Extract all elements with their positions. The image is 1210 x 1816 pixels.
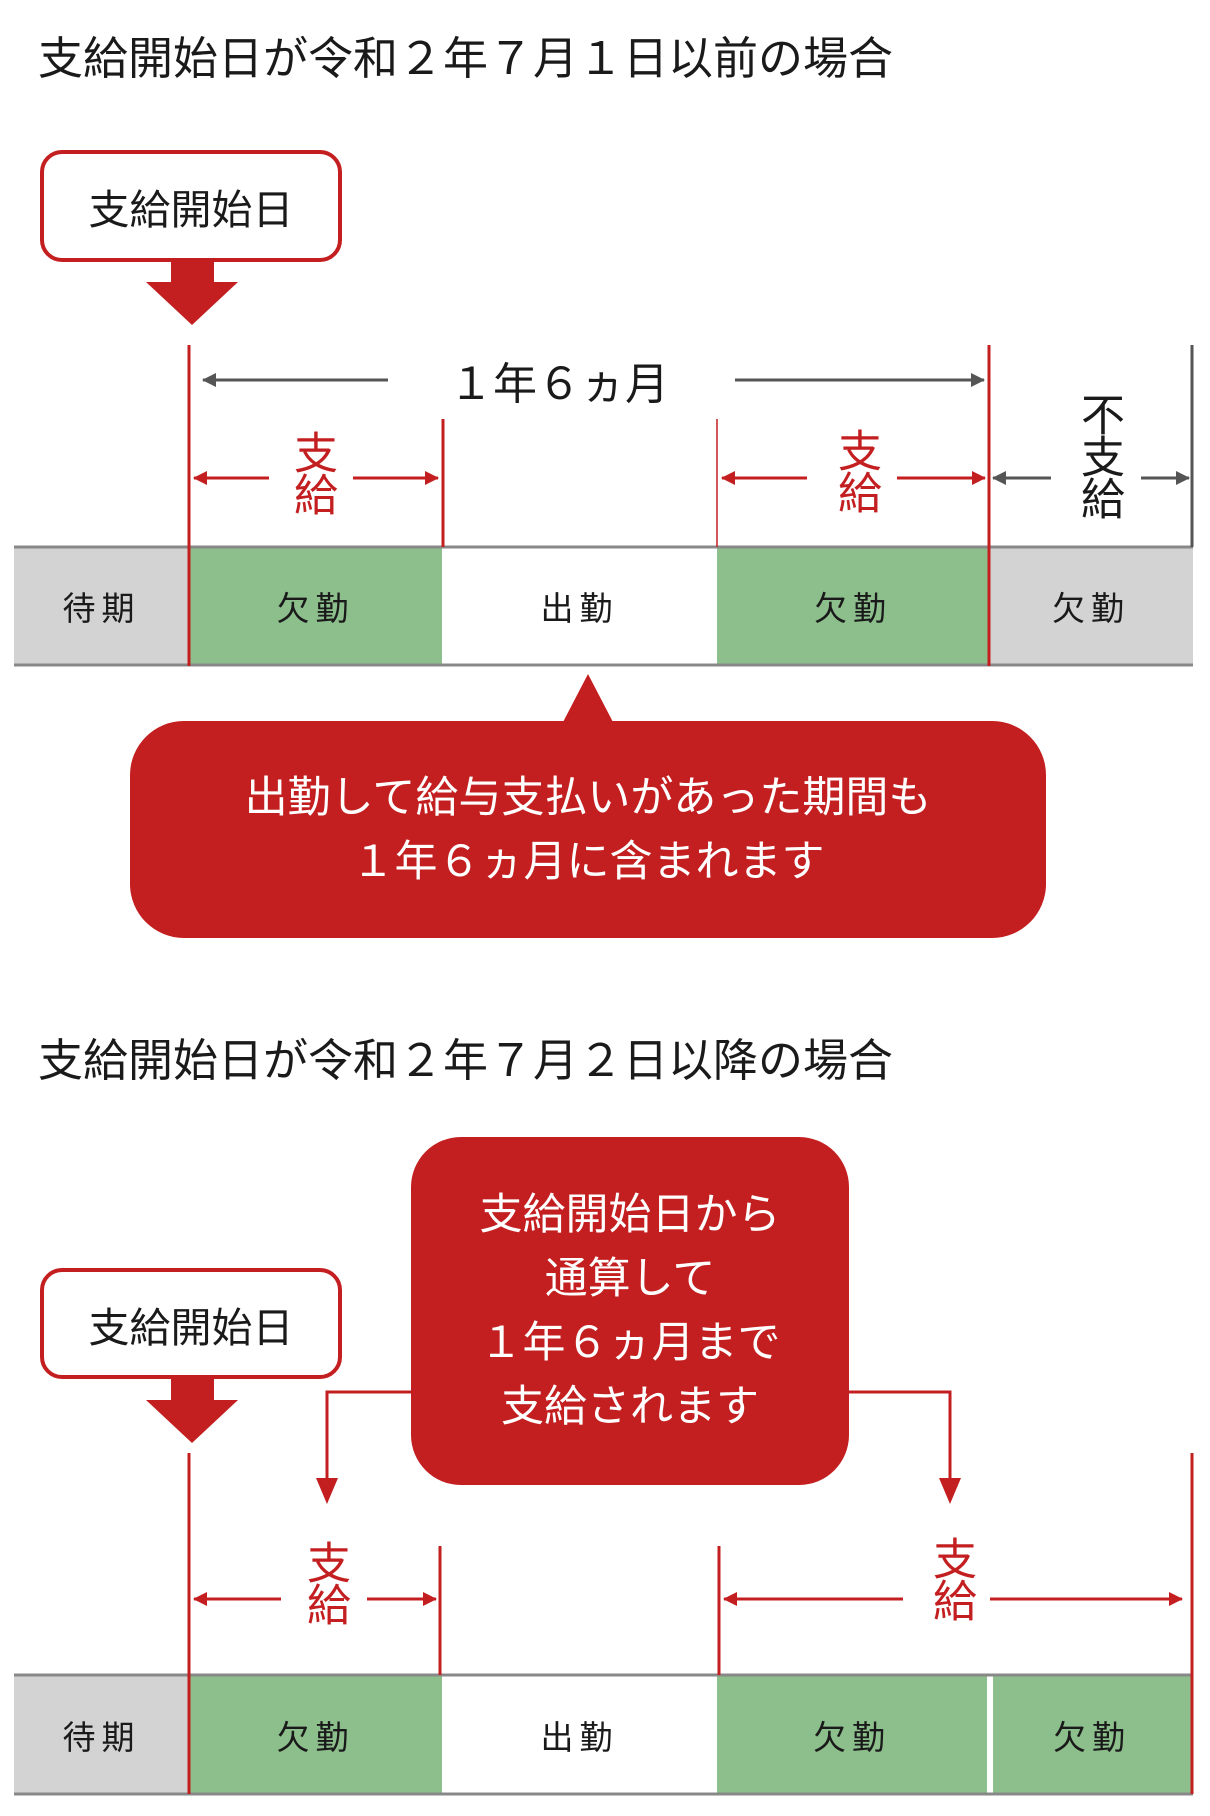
cell-waiting: 待期 — [62, 1717, 141, 1757]
unpaid-label: 不支給 — [1073, 392, 1124, 518]
callout-pointer — [562, 674, 614, 724]
cell-bg-attendance — [442, 547, 717, 665]
callout-attendance-note: 出勤して給与支払いがあった期間も １年６ヵ月に含まれます — [130, 721, 1046, 938]
paid-label: 支給 — [925, 1536, 976, 1620]
callout-payment-note: 支給開始日から 通算して １年６ヵ月まで 支給されます — [411, 1137, 849, 1485]
cell-absence: 欠勤 — [276, 589, 355, 628]
callout-line: １年６ヵ月まで — [479, 1318, 781, 1368]
cell-absence: 欠勤 — [813, 1717, 891, 1757]
cell-bg-absence-unpaid — [989, 547, 1193, 665]
section2-title: 支給開始日が令和２年７月２日以降の場合 — [38, 1034, 894, 1087]
period-label: １年６ヵ月 — [449, 359, 669, 410]
callout-line: １年６ヵ月に含まれます — [351, 836, 825, 887]
paid-label: 支給 — [299, 1540, 350, 1624]
cell-absence: 欠勤 — [276, 1717, 355, 1757]
paid-label: 支給 — [286, 430, 337, 514]
cell-bg-waiting — [14, 547, 189, 665]
down-arrow-icon — [146, 282, 238, 325]
cell-absence: 欠勤 — [814, 589, 892, 628]
cell-attendance: 出勤 — [540, 589, 619, 628]
section1-bar-backgrounds — [14, 545, 1193, 667]
cell-absence: 欠勤 — [1052, 589, 1130, 628]
paid-label: 支給 — [830, 428, 881, 512]
cell-waiting: 待期 — [62, 589, 141, 628]
callout-line: 通算して — [544, 1254, 716, 1304]
callout-line: 支給開始日から — [479, 1190, 781, 1240]
down-arrow-stem — [171, 1378, 214, 1402]
down-arrow-stem — [171, 261, 214, 285]
start-date-label-box: 支給開始日 — [40, 1268, 342, 1379]
callout-line: 出勤して給与支払いがあった期間も — [244, 772, 932, 823]
cell-bg-absence — [717, 547, 989, 665]
section1-title: 支給開始日が令和２年７月１日以前の場合 — [38, 32, 894, 85]
down-arrow-icon — [146, 1400, 238, 1443]
pointer-arrow-icon — [939, 1478, 961, 1504]
cell-bg-absence — [189, 547, 442, 665]
cell-attendance: 出勤 — [540, 1717, 619, 1757]
start-date-label-box: 支給開始日 — [40, 150, 342, 262]
pointer-arrow-icon — [316, 1478, 338, 1504]
cell-absence: 欠勤 — [1053, 1717, 1131, 1757]
callout-line: 支給されます — [501, 1382, 759, 1432]
section2-bar-backgrounds — [14, 1673, 1193, 1796]
